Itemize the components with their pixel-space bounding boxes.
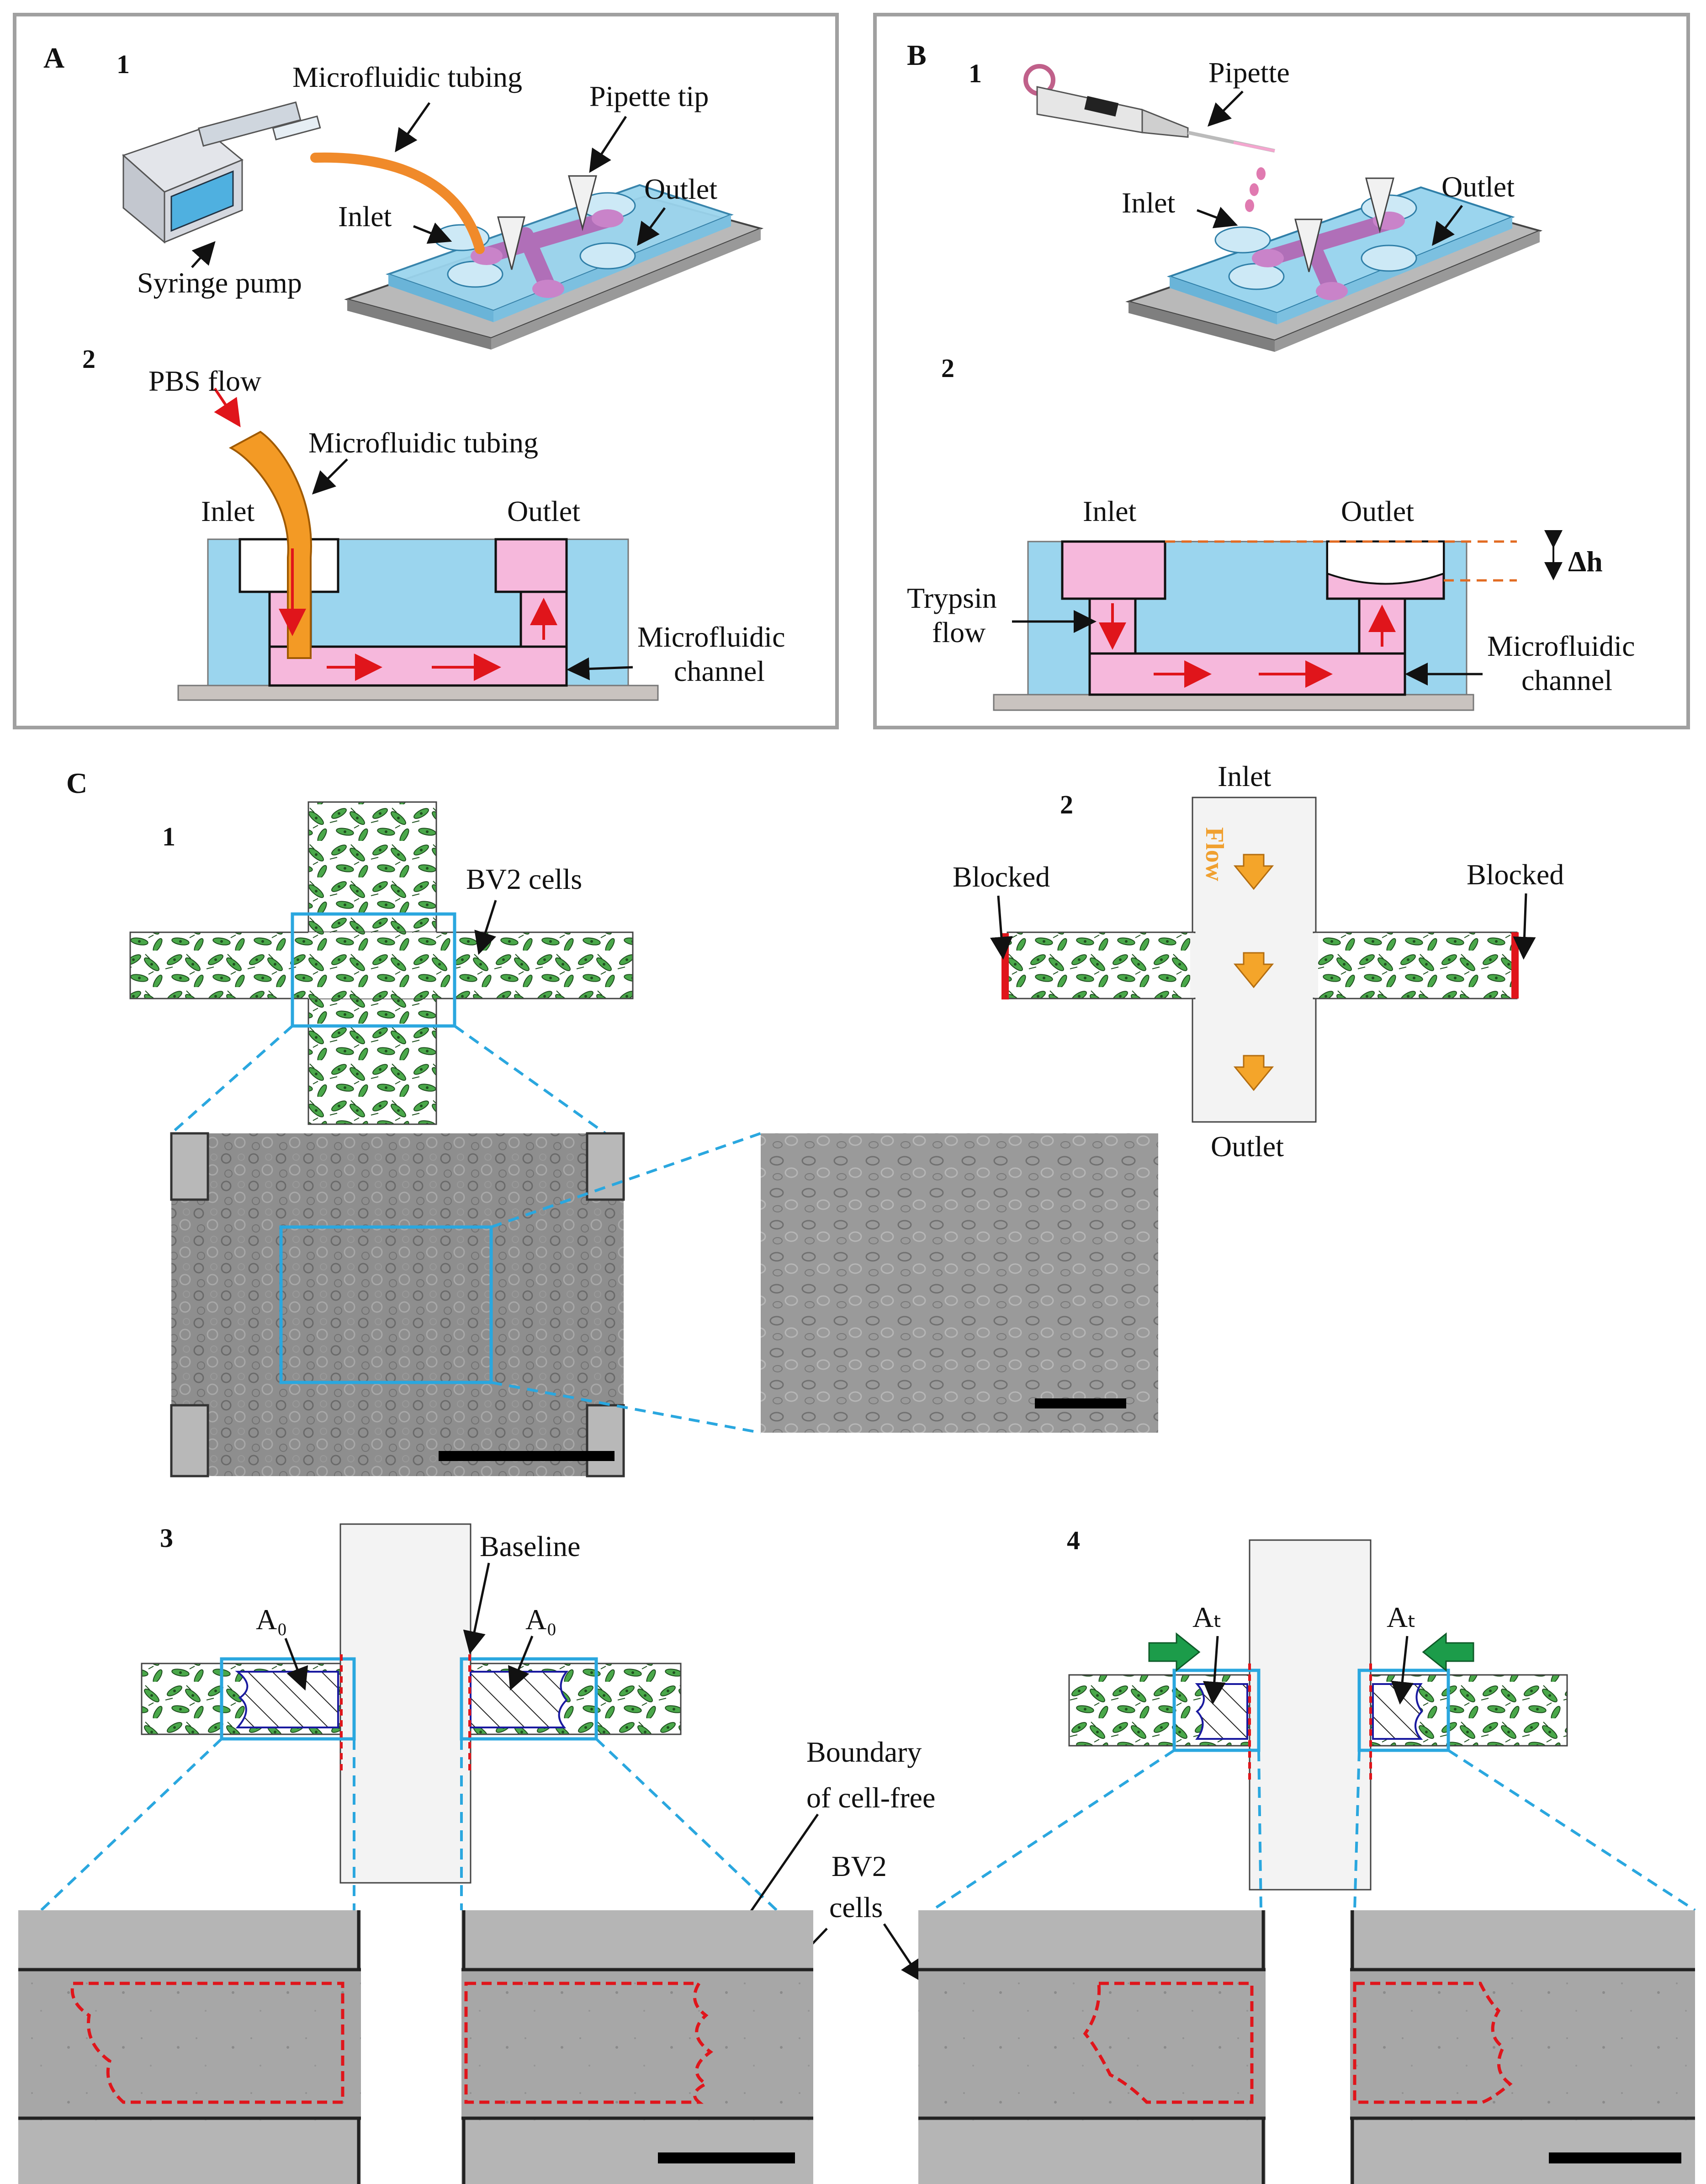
label-microfluidic-channel-a-1: Microfluidic	[637, 621, 785, 653]
label-microfluidic-tubing-2: Microfluidic tubing	[308, 426, 538, 459]
tubing-a1	[310, 152, 485, 254]
label-microfluidic-channel-b-1: Microfluidic	[1487, 630, 1635, 662]
label-outlet-b1: Outlet	[1441, 170, 1515, 203]
label-pbs-flow: PBS flow	[148, 365, 261, 397]
panel-b-sub2: 2	[941, 353, 954, 383]
panel-a-sub1: 1	[117, 49, 130, 79]
label-outlet-b2: Outlet	[1341, 495, 1414, 527]
label-inlet-a1: Inlet	[338, 200, 392, 233]
panel-c-sub1: 1	[162, 822, 175, 851]
cross-section-a2	[177, 388, 659, 701]
panel-b: B 1 Pipette	[873, 13, 1690, 729]
label-at-right: Aₜ	[1387, 1601, 1416, 1633]
label-blocked-left: Blocked	[953, 861, 1050, 893]
panel-c-label: C	[66, 767, 87, 799]
label-microfluidic-tubing: Microfluidic tubing	[292, 61, 522, 93]
label-inlet-a2: Inlet	[201, 495, 255, 527]
c4-micrograph-right	[1350, 1910, 1695, 2184]
panel-a-sub2: 2	[82, 344, 95, 374]
c3-schematic	[40, 1523, 778, 1912]
label-c2-outlet: Outlet	[1211, 1130, 1284, 1163]
label-a0-right: A₀	[525, 1603, 557, 1636]
label-microfluidic-channel-b-2: channel	[1521, 664, 1612, 696]
label-c2-inlet: Inlet	[1218, 760, 1272, 792]
c4-schematic	[931, 1539, 1696, 1912]
label-blocked-right: Blocked	[1467, 858, 1564, 891]
scale-bar-c3	[658, 2152, 795, 2163]
panel-c: C 1 BV2 cells 2	[18, 760, 1696, 2184]
label-trypsin-1: Trypsin	[907, 582, 997, 614]
cross-section-b2	[993, 530, 1563, 711]
label-boundary-2: of cell-free	[806, 1781, 935, 1814]
label-inlet-b2: Inlet	[1083, 495, 1137, 527]
label-bv2-2: cells	[829, 1891, 883, 1924]
label-flow: Flow	[1200, 827, 1229, 882]
label-microfluidic-channel-a-2: channel	[674, 655, 765, 687]
scale-bar-c1-zoom	[1035, 1398, 1126, 1408]
label-a0-left: A₀	[256, 1603, 287, 1636]
c3-micrograph-right	[461, 1910, 813, 2184]
label-baseline: Baseline	[480, 1530, 580, 1562]
panel-a-label: A	[43, 42, 64, 74]
panel-b-label: B	[907, 39, 927, 71]
label-delta-h: Δh	[1568, 545, 1603, 578]
label-bv2-cells: BV2 cells	[466, 863, 582, 895]
pipette-device	[1023, 64, 1275, 212]
scale-bar-c4	[1549, 2152, 1681, 2163]
panel-a: A 1	[13, 13, 839, 729]
c1-zoom-micrograph	[761, 1133, 1158, 1433]
label-outlet-a2: Outlet	[507, 495, 580, 527]
label-outlet-a1: Outlet	[644, 173, 717, 205]
c4-micrograph-left	[918, 1910, 1266, 2184]
label-syringe-pump: Syringe pump	[137, 266, 302, 299]
syringe-pump-device	[122, 101, 321, 244]
label-boundary-1: Boundary	[806, 1736, 922, 1768]
label-trypsin-2: flow	[932, 616, 985, 648]
label-pipette: Pipette	[1208, 56, 1290, 89]
c1-micrograph	[170, 1132, 761, 1477]
c3-micrograph-left	[18, 1910, 361, 2184]
label-inlet-b1: Inlet	[1122, 186, 1176, 219]
label-at-left: Aₜ	[1192, 1601, 1222, 1633]
panel-c-sub2: 2	[1060, 790, 1073, 819]
label-bv2-1: BV2	[832, 1850, 887, 1882]
scale-bar-c1	[439, 1451, 615, 1461]
label-pipette-tip: Pipette tip	[589, 80, 709, 112]
c2-cross	[1001, 797, 1519, 1123]
panel-b-sub1: 1	[969, 58, 982, 88]
chip-b1	[1125, 177, 1543, 352]
panel-c-sub3: 3	[160, 1523, 173, 1553]
c1-cell-cross	[129, 801, 634, 1135]
panel-c-sub4: 4	[1067, 1525, 1080, 1555]
